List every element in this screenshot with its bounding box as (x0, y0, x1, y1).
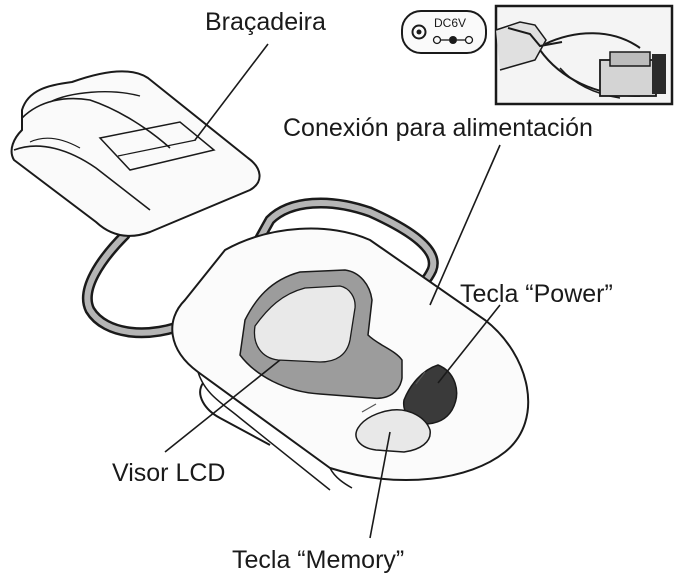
leader-lines (164, 43, 501, 539)
memory-button[interactable] (355, 409, 431, 453)
leader-cuff (194, 43, 269, 141)
air-tube (81, 197, 439, 339)
power-key-label: Tecla “Power” (460, 280, 613, 308)
leader-power-connection (429, 144, 501, 306)
lcd-screen (253, 285, 356, 363)
dc-jack-badge: DC6V (401, 10, 487, 54)
cuff-label: Braçadeira (205, 8, 326, 36)
dc-jack-icon (411, 24, 427, 40)
leader-lcd (164, 359, 281, 453)
monitor-unit (171, 227, 530, 491)
leader-power-key (437, 304, 501, 384)
memory-key-label: Tecla “Memory” (232, 546, 405, 574)
leader-memory-key (369, 431, 391, 539)
jack-voltage-label: DC6V (434, 16, 466, 30)
power-connection-label: Conexión para alimentación (283, 114, 593, 142)
polarity-icon (432, 35, 474, 45)
adapter-inset (494, 4, 674, 106)
cuff (10, 70, 261, 237)
lcd-label: Visor LCD (112, 459, 226, 487)
